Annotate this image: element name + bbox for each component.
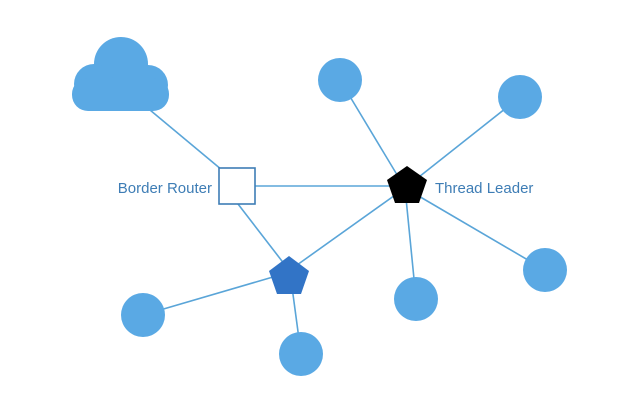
border-router-square-icon bbox=[218, 167, 256, 205]
end-device-node-left bbox=[121, 293, 165, 337]
link-router-node-left bbox=[142, 271, 291, 316]
end-device-node-right bbox=[523, 248, 567, 292]
link-border-router-router bbox=[237, 203, 286, 266]
thread-leader-label: Thread Leader bbox=[435, 180, 533, 197]
links bbox=[142, 79, 546, 355]
thread-leader-pentagon-icon bbox=[387, 166, 427, 203]
end-device-node-bottom bbox=[394, 277, 438, 321]
link-leader-node-right bbox=[404, 187, 546, 271]
link-cloud-border-router bbox=[149, 109, 223, 171]
end-device-node-bottom-left bbox=[279, 332, 323, 376]
border-router-label: Border Router bbox=[118, 180, 212, 197]
cloud-icon bbox=[72, 37, 169, 111]
router-pentagon-icon bbox=[269, 256, 309, 294]
end-device-node-top bbox=[318, 58, 362, 102]
end-device-node-top-right bbox=[498, 75, 542, 119]
link-leader-node-top-right bbox=[404, 96, 521, 189]
link-leader-router bbox=[289, 187, 406, 271]
